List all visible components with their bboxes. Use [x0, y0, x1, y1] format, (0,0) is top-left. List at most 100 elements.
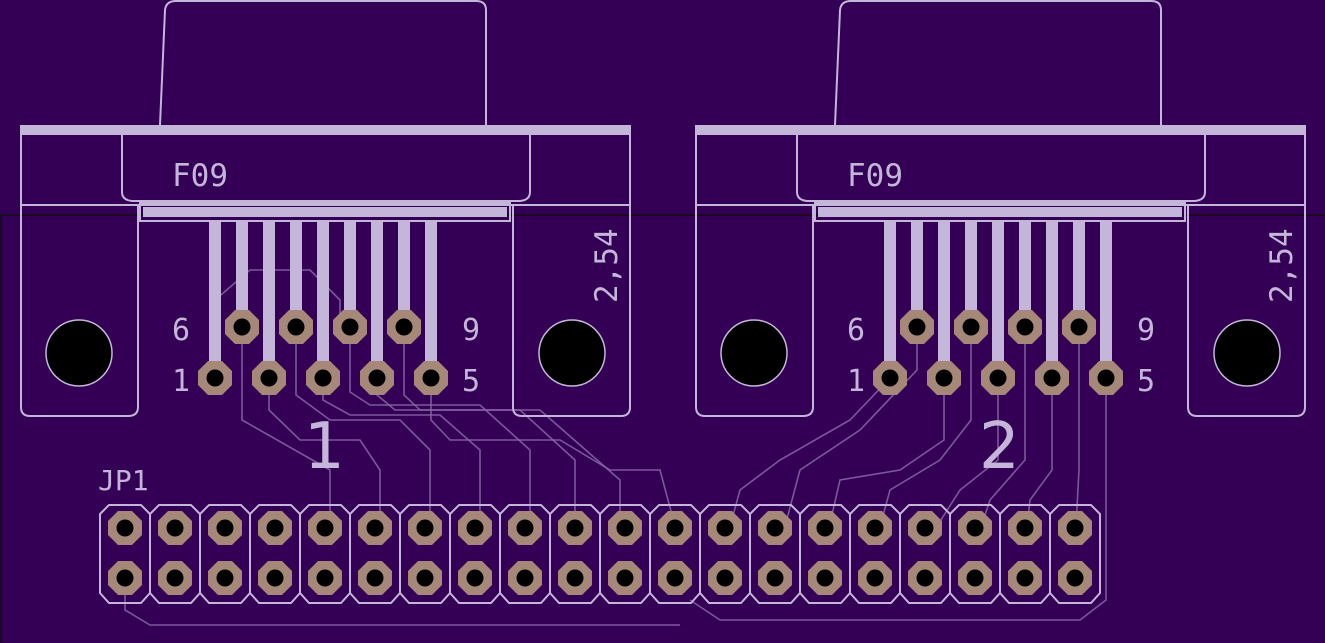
connector-pad-top-6-drill: [908, 318, 926, 336]
header-pad-drill: [666, 569, 684, 587]
connector-left-flange: [695, 205, 814, 417]
header-pad-drill: [916, 569, 934, 587]
connector-pin-finger: [263, 220, 275, 378]
header-pad-drill: [116, 519, 134, 537]
pcb-trace: [924, 378, 999, 546]
connector-pad-top-8-drill: [1016, 318, 1034, 336]
connector-designator: 2: [979, 410, 1020, 484]
pin-label-1: 1: [847, 364, 865, 399]
header-pin-outline: [999, 504, 1051, 604]
pcb-trace: [349, 327, 531, 545]
header-pin-outline: [849, 504, 901, 604]
header-pad-drill: [1016, 569, 1034, 587]
pcb-trace: [430, 378, 681, 546]
connector-pad-top-7-drill: [962, 318, 980, 336]
connector-pin-finger: [236, 220, 248, 327]
header-pad-drill: [566, 569, 584, 587]
connector-pad-top-6-drill: [233, 318, 251, 336]
connector-pad-bottom-1-drill: [881, 369, 899, 387]
header-jp1[interactable]: [99, 504, 1101, 604]
pitch-label: 2,54: [1264, 228, 1300, 303]
header-pad-drill: [716, 519, 734, 537]
header-pin-outline: [499, 504, 551, 604]
header-pad-drill: [116, 569, 134, 587]
connector-designator: 1: [304, 410, 345, 484]
header-pad-drill: [666, 519, 684, 537]
connector-pin-finger: [398, 220, 410, 327]
header-pad-drill: [516, 519, 534, 537]
header-pin-outline: [799, 504, 851, 604]
pcb-trace: [874, 327, 972, 546]
connector-right-flange: [512, 205, 631, 417]
header-pin-outline: [299, 504, 351, 604]
pcb-trace: [322, 378, 481, 545]
connector-d-shape: [121, 135, 531, 202]
header-pad-drill: [366, 519, 384, 537]
connector-pin-finger: [344, 220, 356, 327]
header-pin-outline: [1049, 504, 1101, 604]
pcb-trace: [824, 378, 945, 546]
header-pad-drill: [766, 519, 784, 537]
header-pad-drill: [316, 519, 334, 537]
connector-d-shape: [796, 135, 1206, 202]
mounting-hole-right: [538, 319, 606, 387]
header-pin-outline: [949, 504, 1001, 604]
header-pin-outline: [99, 504, 151, 604]
connector-pin-finger: [1046, 220, 1058, 378]
pin-label-9: 9: [462, 313, 480, 348]
mounting-hole-left: [720, 319, 788, 387]
connector-pad-bottom-4-drill: [1043, 369, 1061, 387]
pin-label-6: 6: [847, 313, 865, 348]
header-pad-drill: [466, 519, 484, 537]
connector-pin-finger: [911, 220, 923, 327]
connector-body-outline: [695, 135, 1306, 206]
connector-pad-bottom-2-drill: [935, 369, 953, 387]
header-pin-outline: [199, 504, 251, 604]
connector-pin-finger: [425, 220, 437, 378]
header-pad-drill: [466, 569, 484, 587]
header-pad-drill: [566, 519, 584, 537]
pcb-trace: [295, 327, 431, 545]
header-pin-outline: [549, 504, 601, 604]
connector-pin-finger: [1073, 220, 1085, 327]
pcb-trace: [689, 378, 1107, 621]
header-pad-drill: [266, 519, 284, 537]
mounting-hole-left: [45, 319, 113, 387]
header-pad-drill: [216, 569, 234, 587]
connector-hood-outline: [834, 0, 1162, 126]
header-pad-drill: [266, 569, 284, 587]
header-pad-drill: [1066, 519, 1084, 537]
pin-label-9: 9: [1137, 313, 1155, 348]
header-pad-drill: [616, 519, 634, 537]
header-pin-outline: [149, 504, 201, 604]
header-pad-drill: [216, 519, 234, 537]
connector-pin-finger: [938, 220, 950, 378]
connector-right-flange: [1187, 205, 1306, 417]
connector-pin-bar-fill: [143, 207, 507, 217]
connector-body-outline: [20, 135, 631, 206]
pcb-trace: [268, 378, 381, 545]
pin-label-6: 6: [172, 313, 190, 348]
header-pad-drill: [966, 519, 984, 537]
header-pad-drill: [166, 519, 184, 537]
header-pin-outline: [349, 504, 401, 604]
header-pad-drill: [616, 569, 634, 587]
header-pin-outline: [749, 504, 801, 604]
header-pad-drill: [766, 569, 784, 587]
connector-part-label: F09: [847, 158, 903, 194]
header-pad-drill: [816, 519, 834, 537]
pcb-trace: [724, 377, 891, 546]
connector-pad-top-8-drill: [341, 318, 359, 336]
connector-pad-bottom-4-drill: [368, 369, 386, 387]
connector-pin-finger: [371, 220, 383, 378]
header-pin-outline: [449, 504, 501, 604]
connector-pin-bar-fill: [818, 207, 1182, 217]
header-pin-outline: [899, 504, 951, 604]
header-pin-outline: [249, 504, 301, 604]
connector-pad-bottom-5-drill: [422, 369, 440, 387]
header-pad-drill: [716, 569, 734, 587]
header-reference-label: JP1: [98, 464, 149, 497]
